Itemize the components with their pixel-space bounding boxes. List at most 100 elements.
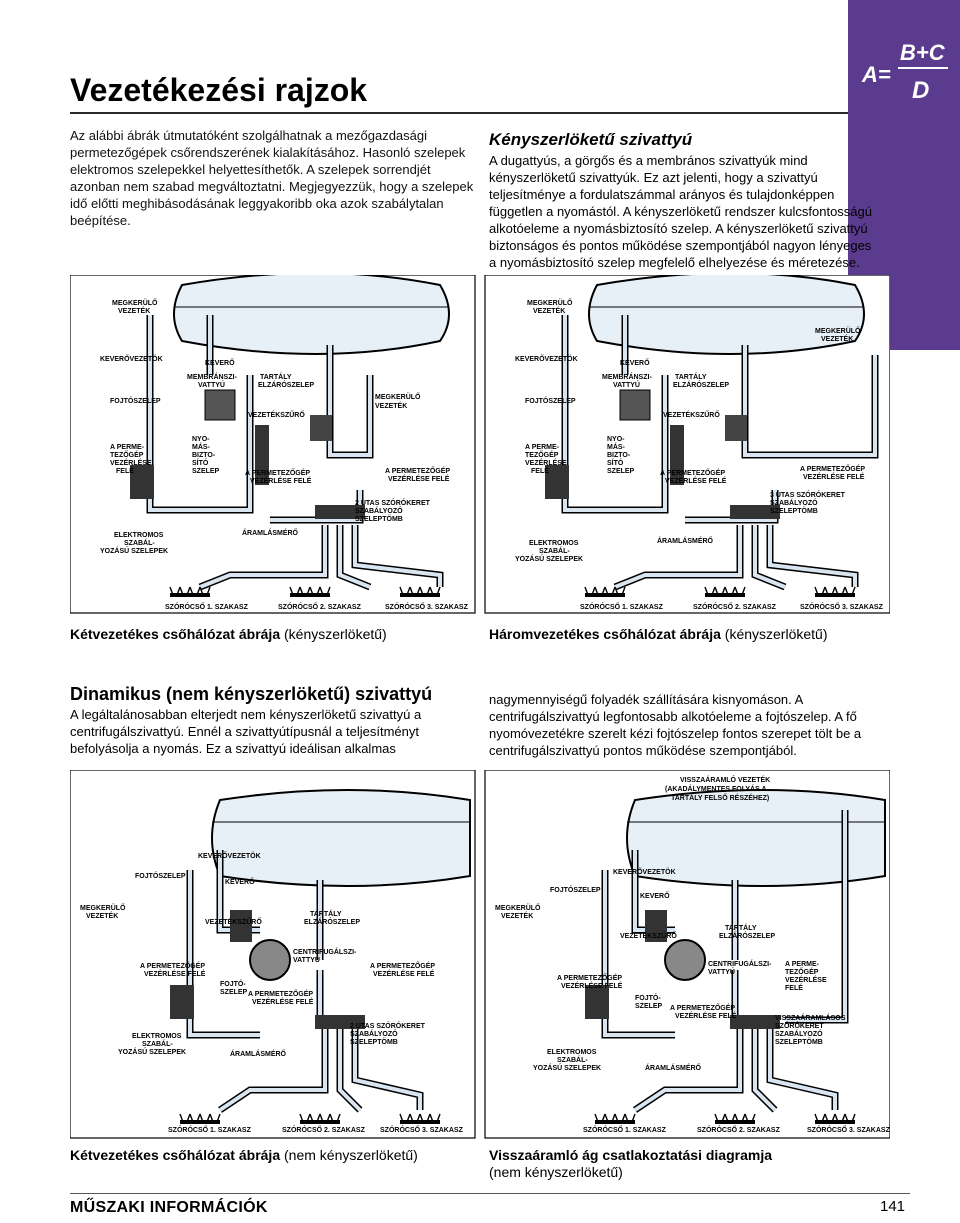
svg-text:ELZÁRÓSZELEP: ELZÁRÓSZELEP bbox=[304, 917, 360, 926]
svg-text:VEZETÉK: VEZETÉK bbox=[821, 334, 853, 343]
svg-text:TARTÁLY: TARTÁLY bbox=[310, 909, 342, 918]
svg-text:YOZÁSÚ SZELEPEK: YOZÁSÚ SZELEPEK bbox=[533, 1063, 601, 1072]
svg-text:ELEKTROMOS: ELEKTROMOS bbox=[547, 1049, 597, 1056]
svg-text:VEZETÉKSZŰRŐ: VEZETÉKSZŰRŐ bbox=[620, 931, 677, 940]
svg-text:CENTRIFUGÁLSZI-: CENTRIFUGÁLSZI- bbox=[293, 947, 357, 956]
svg-text:FELÉ: FELÉ bbox=[116, 466, 134, 475]
svg-text:MEGKERÜLŐ: MEGKERÜLŐ bbox=[495, 903, 541, 912]
svg-text:SZÓRÓCSŐ 2. SZAKASZ: SZÓRÓCSŐ 2. SZAKASZ bbox=[697, 1125, 781, 1134]
svg-text:VISSZAÁRAMLÓ VEZETÉK: VISSZAÁRAMLÓ VEZETÉK bbox=[680, 775, 770, 784]
title-rule bbox=[70, 112, 900, 114]
svg-text:SZABÁL-: SZABÁL- bbox=[539, 546, 570, 555]
svg-text:MÁS-: MÁS- bbox=[607, 442, 626, 451]
svg-text:YOZÁSÚ SZELEPEK: YOZÁSÚ SZELEPEK bbox=[100, 546, 168, 555]
caption-1-bold: Kétvezetékes csőhálózat ábrája bbox=[70, 626, 281, 642]
caption-3-rest: (nem kényszerlöketű) bbox=[280, 1147, 418, 1163]
logo-left: A= bbox=[861, 62, 891, 87]
svg-text:(AKADÁLYMENTES FOLYÁS A: (AKADÁLYMENTES FOLYÁS A bbox=[665, 784, 767, 793]
svg-text:VEZÉRLÉSE FELÉ: VEZÉRLÉSE FELÉ bbox=[373, 969, 435, 978]
svg-text:VEZETÉKSZŰRŐ: VEZETÉKSZŰRŐ bbox=[663, 410, 720, 419]
svg-text:VEZETÉK: VEZETÉK bbox=[86, 911, 118, 920]
svg-text:ÁRAMLÁSMÉRŐ: ÁRAMLÁSMÉRŐ bbox=[242, 528, 299, 537]
svg-text:SZELEPTÖMB: SZELEPTÖMB bbox=[355, 514, 403, 523]
svg-text:A PERMETEZŐGÉP: A PERMETEZŐGÉP bbox=[670, 1003, 735, 1012]
svg-text:BIZTO-: BIZTO- bbox=[607, 452, 631, 459]
svg-text:SZELEP: SZELEP bbox=[220, 989, 248, 996]
svg-text:ÁRAMLÁSMÉRŐ: ÁRAMLÁSMÉRŐ bbox=[230, 1049, 287, 1058]
intro-text: Az alábbi ábrák útmutatóként szolgálhatn… bbox=[70, 128, 474, 228]
svg-text:2 UTAS SZÓRÓKERET: 2 UTAS SZÓRÓKERET bbox=[350, 1021, 426, 1030]
svg-text:A PERMETEZŐGÉP: A PERMETEZŐGÉP bbox=[140, 961, 205, 970]
footer-rule bbox=[70, 1193, 910, 1194]
svg-text:MEGKERÜLŐ: MEGKERÜLŐ bbox=[815, 326, 861, 335]
svg-text:SZÓRÓCSŐ 3. SZAKASZ: SZÓRÓCSŐ 3. SZAKASZ bbox=[380, 1125, 464, 1134]
svg-text:SZABÁL-: SZABÁL- bbox=[557, 1055, 588, 1064]
positive-heading: Kényszerlöketű szivattyú bbox=[489, 130, 693, 149]
dynamic-text-right: nagymennyiségű folyadék szállítására kis… bbox=[489, 692, 862, 758]
formula-logo: A= B+C D bbox=[848, 0, 960, 350]
svg-text:VEZÉRLÉSE FELÉ: VEZÉRLÉSE FELÉ bbox=[252, 997, 314, 1006]
svg-text:MÁS-: MÁS- bbox=[192, 442, 211, 451]
svg-text:KEVERŐVEZETÖK: KEVERŐVEZETÖK bbox=[613, 867, 676, 876]
svg-text:TARTÁLY FELSŐ RÉSZÉHEZ): TARTÁLY FELSŐ RÉSZÉHEZ) bbox=[671, 793, 769, 802]
svg-text:FOJTÓSZELEP: FOJTÓSZELEP bbox=[110, 396, 161, 405]
caption-diagram-2: Háromvezetékes csőhálózat ábrája (kénysz… bbox=[489, 626, 827, 643]
svg-text:SZÓRÓCSŐ 2. SZAKASZ: SZÓRÓCSŐ 2. SZAKASZ bbox=[282, 1125, 366, 1134]
svg-text:3 UTAS SZÓRÓKERET: 3 UTAS SZÓRÓKERET bbox=[770, 490, 846, 499]
svg-text:FOJTÓSZELEP: FOJTÓSZELEP bbox=[135, 871, 186, 880]
svg-text:FELÉ: FELÉ bbox=[531, 466, 549, 475]
svg-text:MEGKERÜLŐ: MEGKERÜLŐ bbox=[112, 298, 158, 307]
svg-text:SZÓRÓCSŐ 3. SZAKASZ: SZÓRÓCSŐ 3. SZAKASZ bbox=[385, 602, 469, 611]
caption-1-rest: (kényszerlöketű) bbox=[280, 626, 387, 642]
caption-3-bold: Kétvezetékes csőhálózat ábrája bbox=[70, 1147, 281, 1163]
svg-text:A PERMETEZŐGÉP: A PERMETEZŐGÉP bbox=[800, 464, 865, 473]
svg-text:KEVERŐ: KEVERŐ bbox=[225, 877, 255, 886]
svg-text:KEVERŐVEZETÖK: KEVERŐVEZETÖK bbox=[198, 851, 261, 860]
svg-text:TEZŐGÉP: TEZŐGÉP bbox=[785, 967, 819, 976]
svg-text:TEZŐGÉP: TEZŐGÉP bbox=[525, 450, 559, 459]
svg-text:MEGKERÜLŐ: MEGKERÜLŐ bbox=[527, 298, 573, 307]
svg-text:A PERMETEZŐGÉP: A PERMETEZŐGÉP bbox=[245, 468, 310, 477]
caption-4-rest: (nem kényszerlöketű) bbox=[489, 1164, 623, 1180]
svg-text:VEZÉRLÉSE FELÉ: VEZÉRLÉSE FELÉ bbox=[144, 969, 206, 978]
svg-text:SZÓRÓCSŐ 1. SZAKASZ: SZÓRÓCSŐ 1. SZAKASZ bbox=[168, 1125, 252, 1134]
svg-text:MEGKERÜLŐ: MEGKERÜLŐ bbox=[375, 392, 421, 401]
svg-text:VEZETÉK: VEZETÉK bbox=[533, 306, 565, 315]
svg-text:SZÓRÓCSŐ 2. SZAKASZ: SZÓRÓCSŐ 2. SZAKASZ bbox=[693, 602, 777, 611]
svg-text:TARTÁLY: TARTÁLY bbox=[260, 372, 292, 381]
caption-diagram-1: Kétvezetékes csőhálózat ábrája (kényszer… bbox=[70, 626, 387, 643]
svg-text:VEZÉRLÉSE: VEZÉRLÉSE bbox=[110, 458, 152, 467]
svg-text:FOJTÓSZELEP: FOJTÓSZELEP bbox=[525, 396, 576, 405]
svg-text:ELZÁRÓSZELEP: ELZÁRÓSZELEP bbox=[258, 380, 314, 389]
svg-text:SÍTÓ: SÍTÓ bbox=[607, 458, 624, 467]
svg-text:YOZÁSÚ SZELEPEK: YOZÁSÚ SZELEPEK bbox=[515, 554, 583, 563]
svg-text:YOZÁSÚ SZELEPEK: YOZÁSÚ SZELEPEK bbox=[118, 1047, 186, 1056]
caption-2-rest: (kényszerlöketű) bbox=[720, 626, 828, 642]
dynamic-diagrams: KEVERŐVEZETÖK FOJTÓSZELEP KEVERŐ MEGKERÜ… bbox=[70, 770, 890, 1139]
positive-text: A dugattyús, a görgős és a membrános szi… bbox=[489, 153, 872, 270]
svg-text:A PERME-: A PERME- bbox=[785, 961, 820, 968]
dynamic-heading: Dinamikus (nem kényszerlöketű) szivattyú bbox=[70, 684, 433, 704]
svg-text:A PERMETEZŐGÉP: A PERMETEZŐGÉP bbox=[248, 989, 313, 998]
page-number: 141 bbox=[880, 1198, 906, 1215]
svg-text:VEZETÉK: VEZETÉK bbox=[375, 401, 407, 410]
svg-text:VEZETÉK: VEZETÉK bbox=[501, 911, 533, 920]
svg-text:VEZETÉKSZŰRŐ: VEZETÉKSZŰRŐ bbox=[248, 410, 305, 419]
svg-text:VATTYÚ: VATTYÚ bbox=[708, 967, 735, 976]
svg-text:SZÓRÓKERET: SZÓRÓKERET bbox=[775, 1021, 824, 1030]
svg-text:MEMBRÁNSZI-: MEMBRÁNSZI- bbox=[602, 372, 652, 381]
svg-text:A PERMETEZŐGÉP: A PERMETEZŐGÉP bbox=[370, 961, 435, 970]
svg-text:A PERME-: A PERME- bbox=[110, 444, 145, 451]
svg-text:SZÓRÓCSŐ 2. SZAKASZ: SZÓRÓCSŐ 2. SZAKASZ bbox=[278, 602, 362, 611]
svg-text:VEZÉRLÉSE FELÉ: VEZÉRLÉSE FELÉ bbox=[250, 476, 312, 485]
svg-text:FELÉ: FELÉ bbox=[785, 983, 803, 992]
svg-text:SZÓRÓCSŐ 1. SZAKASZ: SZÓRÓCSŐ 1. SZAKASZ bbox=[165, 602, 249, 611]
svg-text:A PERME-: A PERME- bbox=[525, 444, 560, 451]
svg-text:NYO-: NYO- bbox=[192, 436, 210, 443]
svg-text:SZABÁL-: SZABÁL- bbox=[142, 1039, 173, 1048]
caption-2-bold: Háromvezetékes csőhálózat ábrája bbox=[489, 626, 721, 642]
svg-text:SZABÁLYOZÓ: SZABÁLYOZÓ bbox=[355, 506, 403, 515]
svg-text:SZÓRÓCSŐ 3. SZAKASZ: SZÓRÓCSŐ 3. SZAKASZ bbox=[800, 602, 884, 611]
footer-section-label: MŰSZAKI INFORMÁCIÓK bbox=[70, 1199, 268, 1216]
